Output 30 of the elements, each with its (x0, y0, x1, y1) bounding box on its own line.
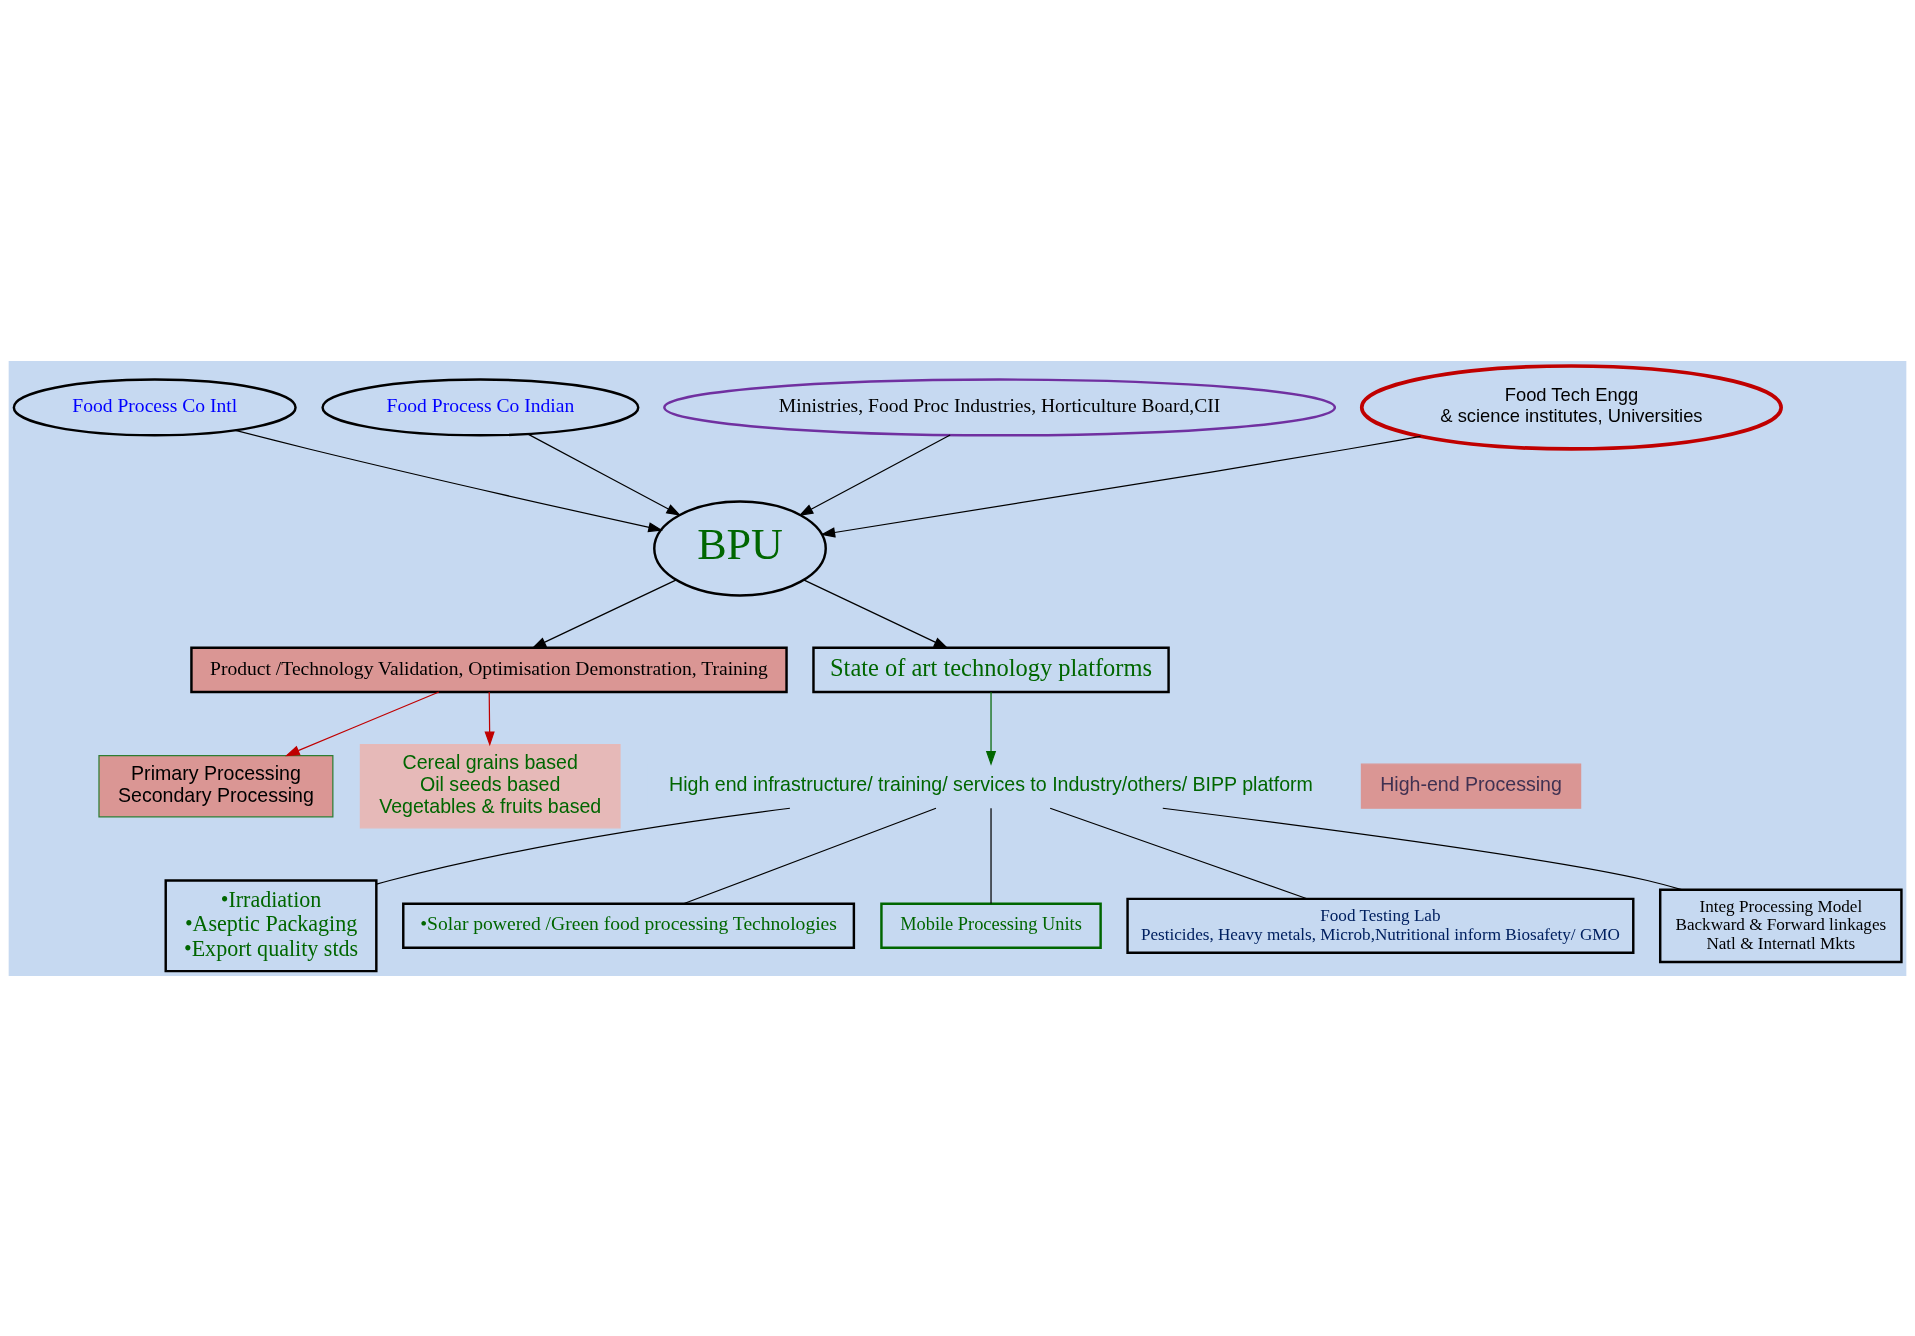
node-ellipse: BPU (653, 499, 827, 597)
connector (990, 807, 992, 904)
node-box: Integ Processing Model Backward & Forward linkages Natl & Internatl Mkts (1659, 887, 1903, 963)
node-ellipse: Food Process Co Indian (321, 377, 640, 437)
arrow (820, 435, 1422, 538)
node-box: High-end Processing (1360, 763, 1582, 809)
node-ellipse: Food Tech Engg & science institutes, Universities (1359, 363, 1783, 451)
node-ellipse: Ministries, Food Proc Industries, Horticulture Board,CII (663, 377, 1337, 437)
node-box: Mobile Processing Units (880, 902, 1102, 949)
node-box: Food Testing Lab Pesticides, Heavy metals, Microb,Nutritional inform Biosafety/ GMO (1126, 897, 1635, 954)
connector (1049, 807, 1308, 899)
arrow (484, 690, 495, 746)
node-box: •Irradiation •Aseptic Packaging •Export quality stds (164, 878, 378, 972)
arrow (798, 433, 951, 516)
node-ellipse: Food Process Co Intl (12, 377, 297, 437)
node-box: •Solar powered /Green food processing Technologies (402, 902, 856, 949)
arrow (527, 432, 682, 516)
connector (375, 807, 791, 885)
arrow (285, 690, 440, 756)
node-text: High end infrastructure/ training/ services to Industry/others/ BIPP platform (669, 772, 1313, 795)
node-box: Cereal grains based Oil seeds based Vegetables & fruits based (359, 743, 621, 828)
arrow (531, 578, 677, 648)
arrow (803, 578, 949, 648)
arrow (985, 690, 997, 766)
node-box: Product /Technology Validation, Optimisation Demonstration, Training (190, 646, 788, 693)
node-box: State of art technology platforms (812, 646, 1170, 693)
connector (1162, 807, 1683, 890)
node-box: Primary Processing Secondary Processing (98, 754, 334, 817)
arrow (234, 429, 663, 532)
connector (683, 807, 937, 904)
